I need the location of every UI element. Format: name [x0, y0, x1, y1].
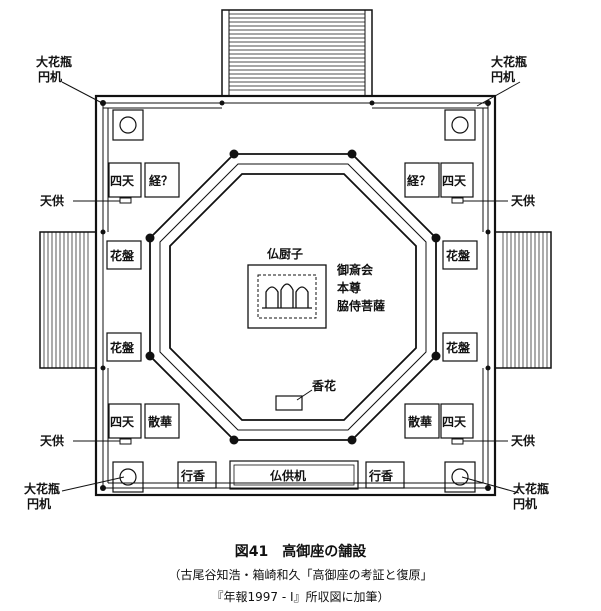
figure-caption-title: 図41 高御座の舗設 [234, 544, 367, 560]
shiten-tr-label: 四天 [442, 174, 467, 188]
butsuguki-label: 仏供机 [270, 468, 306, 483]
kaban-ul-label: 花盤 [110, 248, 135, 263]
daikabin-br-label: 大花瓶 [513, 481, 549, 496]
shiten-bl-label: 四天 [110, 415, 135, 429]
sange-r-label: 散華 [408, 414, 432, 429]
kaban-ll-label: 花盤 [110, 340, 135, 355]
vase-leaders [61, 81, 521, 494]
tenku-tr-box [451, 197, 464, 204]
daikabin-br [444, 461, 476, 493]
kyoji-label: 脇侍菩薩 [337, 298, 385, 313]
takamikura-floor-plan: 仏厨子 御斎会 本尊 脇侍菩薩 香花 大花瓶 円机 大花瓶 円机 大花瓶 円机 … [24, 9, 552, 511]
gyoko-r-label: 行香 [368, 468, 393, 483]
shiten-bl-box [108, 403, 142, 439]
enki-br-label: 円机 [513, 496, 537, 511]
top-staircase [221, 9, 373, 97]
gyoko-r-box [365, 461, 405, 489]
tenku-bl-box [119, 438, 132, 445]
daikabin-bl-label: 大花瓶 [24, 481, 60, 496]
kaban-ur-label: 花盤 [446, 248, 471, 263]
koge-leader [296, 389, 313, 401]
kyo-tr-box [404, 162, 440, 198]
enki-bl-label: 円机 [27, 496, 51, 511]
shiten-br-box [440, 403, 474, 439]
tenku-br-box [451, 438, 464, 445]
kaban-lr-box [442, 332, 478, 362]
butsuzushi-shrine [247, 264, 327, 329]
figure-caption-source: （古尾谷知浩・箱崎和久「高御座の考証と復原」 [168, 568, 433, 582]
shiten-br-label: 四天 [442, 415, 467, 429]
koge-table [275, 395, 303, 411]
figure-caption-source-2: 『年報1997 - Ⅰ』所収図に加筆） [211, 590, 390, 604]
tenku-leaders [73, 200, 508, 442]
daikabin-bl [112, 461, 144, 493]
butsuzushi-label: 仏厨子 [267, 246, 303, 261]
tenku-br-label: 天供 [511, 433, 535, 448]
sange-r-box [404, 403, 440, 439]
koge-label: 香花 [311, 378, 336, 393]
outer-platform [94, 94, 497, 497]
tenku-bl-label: 天供 [40, 433, 64, 448]
daikabin-tr [444, 109, 476, 141]
right-staircase [494, 231, 552, 369]
shiten-tl-box [108, 162, 142, 198]
enki-tr-label: 円机 [491, 69, 515, 84]
kaban-lr-label: 花盤 [446, 340, 471, 355]
enki-tl-label: 円机 [38, 69, 62, 84]
gosaikai-label: 御斎会 [336, 262, 374, 277]
kyo-tl-box [144, 162, 180, 198]
gyoko-l-box [177, 461, 217, 489]
tenku-tr-label: 天供 [511, 193, 535, 208]
left-staircase [39, 231, 97, 369]
kyo-tr-label: 経？ [407, 173, 431, 188]
butsuguki-inner [233, 464, 355, 486]
sange-l-label: 散華 [148, 414, 172, 429]
gyoko-l-label: 行香 [180, 468, 205, 483]
daikabin-tl [112, 109, 144, 141]
honzon-label: 本尊 [337, 280, 361, 295]
sange-l-box [144, 403, 180, 439]
shiten-tl-label: 四天 [110, 174, 135, 188]
shiten-tr-box [440, 162, 474, 198]
kaban-ul-box [106, 240, 142, 270]
daikabin-tl-label: 大花瓶 [36, 54, 72, 69]
tenku-tl-box [119, 197, 132, 204]
kyo-tl-label: 経？ [149, 173, 173, 188]
tenku-tl-label: 天供 [40, 193, 64, 208]
daikabin-tr-label: 大花瓶 [491, 54, 527, 69]
kaban-ll-box [106, 332, 142, 362]
octagon-dais [145, 149, 441, 445]
butsuguki-box [229, 460, 359, 490]
kaban-ur-box [442, 240, 478, 270]
